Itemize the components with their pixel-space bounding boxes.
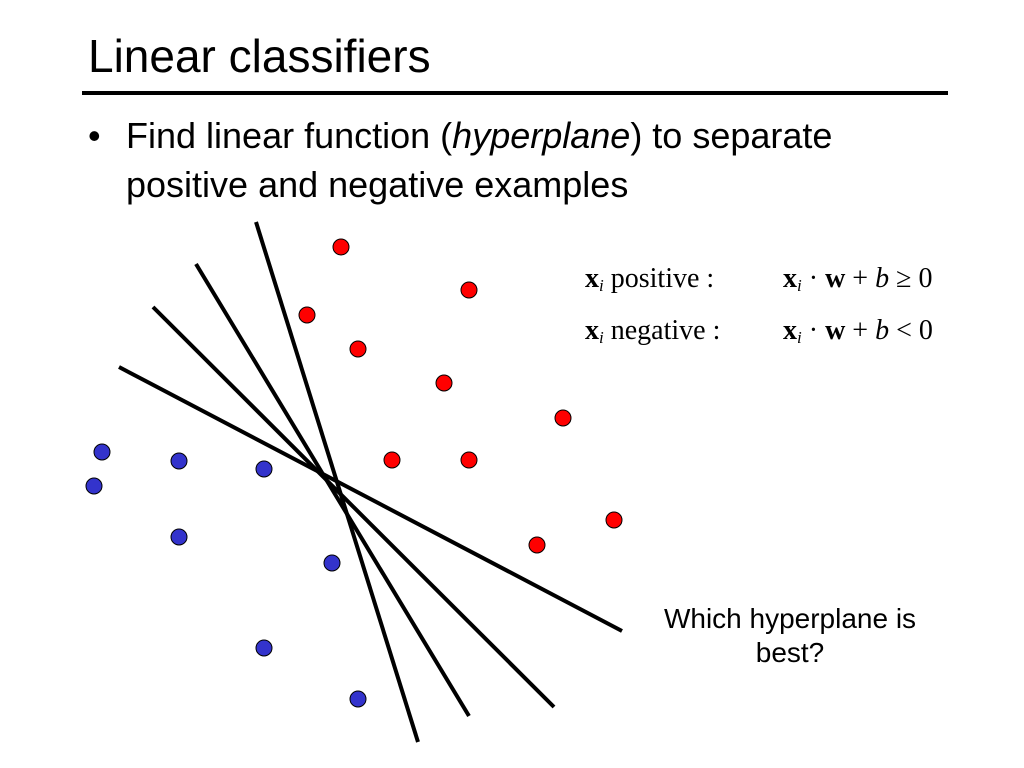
equation-negative-label: xi negative : <box>585 315 721 347</box>
title-divider <box>82 91 948 95</box>
positive-point-7 <box>383 451 401 469</box>
bullet-text: Find linear function (hyperplane) to sep… <box>126 111 946 209</box>
bullet-text-after: ) to separate positive and negative exam… <box>126 115 833 205</box>
negative-point-5 <box>170 528 188 546</box>
positive-point-3 <box>298 306 316 324</box>
negative-point-2 <box>85 477 103 495</box>
positive-point-1 <box>332 238 350 256</box>
bullet-emphasis: hyperplane <box>452 115 631 156</box>
positive-point-9 <box>605 511 623 529</box>
bullet-text-before: Find linear function ( <box>126 115 453 156</box>
equation-negative-expression: xi · w + b < 0 <box>783 315 933 347</box>
slide-title: Linear classifiers <box>88 30 431 82</box>
positive-point-8 <box>460 451 478 469</box>
hyperplane-line-3 <box>151 305 556 709</box>
negative-point-3 <box>170 452 188 470</box>
data-points <box>85 238 623 708</box>
positive-point-5 <box>435 374 453 392</box>
negative-point-6 <box>323 554 341 572</box>
bullet-marker: • <box>88 115 101 156</box>
hyperplane-line-4 <box>118 365 623 633</box>
positive-point-4 <box>349 340 367 358</box>
negative-point-1 <box>93 443 111 461</box>
hyperplane-line-2 <box>194 262 471 718</box>
question-text: Which hyperplane is best? <box>663 603 917 668</box>
positive-point-10 <box>528 536 546 554</box>
negative-point-4 <box>255 460 273 478</box>
equation-positive-expression: xi · w + b ≥ 0 <box>783 263 933 295</box>
positive-point-6 <box>554 409 572 427</box>
negative-point-7 <box>255 639 273 657</box>
hyperplane-lines <box>118 221 623 743</box>
negative-point-8 <box>349 690 367 708</box>
positive-point-2 <box>460 281 478 299</box>
equation-positive-label: xi positive : <box>585 263 715 295</box>
